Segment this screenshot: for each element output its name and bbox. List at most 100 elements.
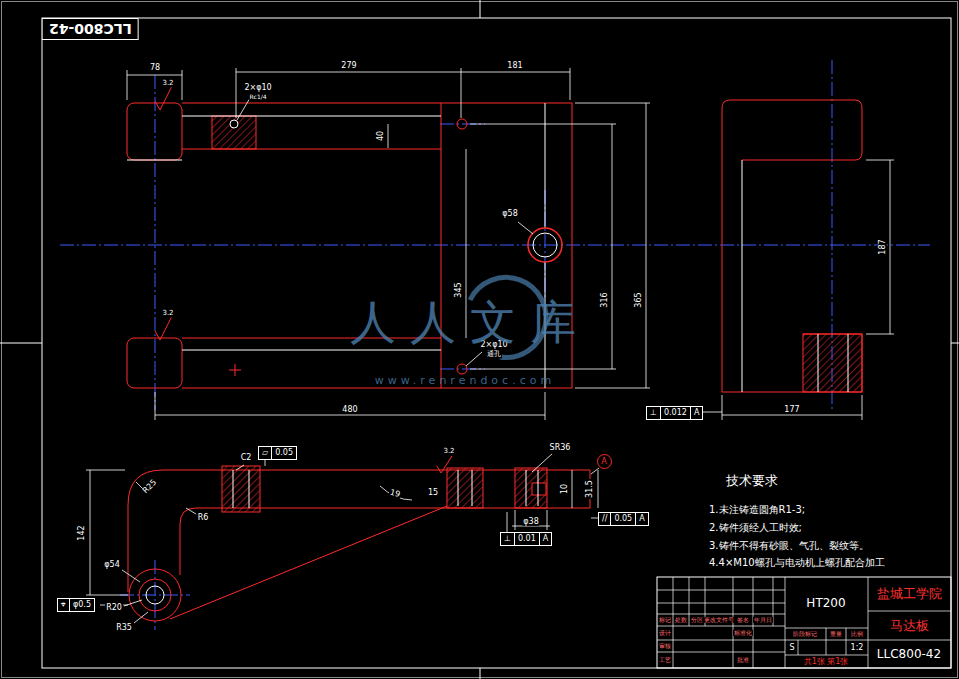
part-name: 马达板 — [889, 619, 930, 633]
roughness-symbol — [437, 456, 452, 473]
dimension: 15 — [427, 489, 439, 497]
dimension: 142 — [78, 524, 86, 541]
dimension: 通孔 — [486, 351, 502, 358]
dimension: 177 — [783, 406, 800, 414]
title-block-cell: 审核 — [658, 643, 672, 649]
title-block-cell: 年月日 — [753, 617, 773, 623]
dimension: R25 — [141, 478, 159, 496]
dimension: 181 — [506, 62, 523, 70]
roughness-symbol — [155, 86, 172, 340]
dimension: 345 — [455, 281, 463, 298]
dimension: R20 — [105, 604, 123, 612]
dimension: 10 — [561, 483, 569, 495]
section-hatch — [803, 334, 862, 392]
title-block-cell: 比例 — [850, 631, 864, 637]
watermark: www.renrendoc.com — [374, 375, 556, 387]
boss-outline — [127, 338, 182, 388]
tolerance-frame: ▱0.05 — [258, 446, 297, 460]
frame-cell: ▱ — [259, 447, 272, 459]
dimension: 31.5 — [586, 479, 594, 499]
hole — [457, 364, 467, 374]
tech-note: 3.铸件不得有砂眼、气孔、裂纹等。 — [708, 541, 870, 552]
frame-cell: 0.05 — [611, 513, 636, 525]
tolerance-frame: ⊥0.01A — [500, 532, 552, 546]
title-block-cell: 标准化 — [733, 630, 753, 636]
point-mark — [229, 364, 241, 376]
bore — [528, 228, 562, 262]
datum-symbol: A — [597, 454, 612, 469]
frame-cell: φ0.5 — [70, 599, 94, 611]
frame-cell: A — [691, 407, 702, 419]
title-block-cell: S — [788, 644, 795, 652]
dimension-line — [655, 160, 894, 420]
edge-line — [742, 160, 848, 392]
title-block-cell: 处数 — [674, 617, 688, 623]
edge-line — [233, 470, 538, 508]
boss-circle — [129, 569, 181, 621]
dimension: φ38 — [522, 518, 539, 526]
hole — [532, 483, 546, 495]
tech-note: 1.未注铸造圆角R1-3; — [708, 505, 806, 516]
dimension-line — [86, 454, 599, 623]
frame-cell: A — [540, 533, 551, 545]
tech-note: 4.4×M10螺孔与电动机上螺孔配合加工 — [708, 558, 886, 569]
section-hatch — [212, 116, 256, 149]
arm-outline — [128, 470, 590, 619]
title-block-cell: 签名 — [736, 617, 750, 623]
dimension: φ54 — [103, 561, 120, 569]
hole — [230, 120, 238, 128]
dimension: 19 — [388, 488, 402, 499]
tolerance-frame: //0.05A — [598, 512, 649, 526]
title-block-grid — [657, 577, 951, 668]
title-block-cell: 阶段标记 — [792, 631, 818, 637]
frame-cell: A — [601, 457, 606, 466]
section-hatch — [447, 468, 483, 508]
title-block-cell: 标记 — [658, 617, 672, 623]
title-block-cell: 重量 — [829, 631, 843, 637]
material: HT200 — [805, 597, 846, 610]
dimension: 480 — [341, 406, 358, 414]
side-outline — [722, 100, 862, 392]
title-block-cell: 工艺 — [658, 657, 672, 663]
center-line — [60, 60, 930, 630]
title-block-cell: 1:2 — [850, 644, 865, 652]
dimension: C2 — [240, 454, 253, 462]
dimension: R6 — [197, 514, 210, 522]
dimension: 279 — [340, 62, 357, 70]
dimension: 365 — [635, 291, 643, 308]
roughness-value: 3.2 — [161, 80, 174, 87]
title-block-cell: 分区 — [690, 617, 704, 623]
boss-circle — [146, 586, 164, 604]
dimension: 40 — [377, 130, 385, 142]
dimension-line — [127, 68, 650, 420]
drawing-number: LLC800-42 — [876, 648, 942, 661]
tolerance-frame: ⊥0.012A — [646, 406, 703, 420]
dimension: 187 — [879, 238, 887, 255]
dimension: 2×φ10 — [243, 84, 272, 92]
title-block-cell: 批准 — [736, 657, 750, 663]
drawing-frame — [42, 18, 951, 668]
boss-outline — [127, 103, 182, 160]
bore — [533, 233, 557, 257]
frame-cell: ⌖ — [58, 599, 70, 611]
title-block-cell: 更改文件号 — [703, 617, 735, 623]
roughness-value: 3.2 — [161, 310, 174, 317]
frame-cell: 0.01 — [515, 533, 540, 545]
hole — [457, 119, 467, 129]
section-hatch — [222, 466, 260, 512]
dimension: SR36 — [549, 444, 572, 452]
frame-cell: // — [599, 513, 611, 525]
tolerance-frame: ⌖φ0.5 — [57, 598, 95, 612]
drawing-number-stamp: LLC800-42 — [42, 18, 139, 40]
dimension: Rc1/4 — [248, 94, 267, 100]
frame-cell: ⊥ — [501, 533, 515, 545]
watermark: 人人文库 — [349, 298, 591, 346]
title-block — [657, 577, 951, 668]
tech-heading: 技术要求 — [725, 474, 779, 488]
frame-cell: 0.012 — [661, 407, 691, 419]
dimension: 78 — [149, 64, 161, 72]
dimension: 316 — [601, 291, 609, 308]
frame-cell: A — [636, 513, 647, 525]
dimension: φ58 — [501, 210, 518, 218]
